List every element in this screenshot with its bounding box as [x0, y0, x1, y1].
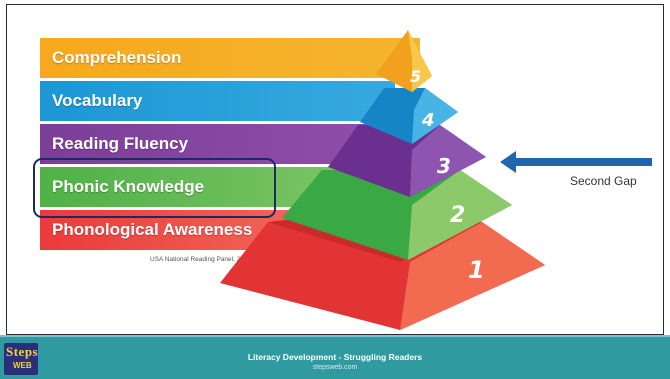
- footer-bar: [0, 337, 670, 379]
- pyramid-level-5-number: 5: [410, 67, 421, 86]
- pyramid-level-4-right: [412, 88, 458, 144]
- pyramid-level-1-right: [400, 222, 545, 330]
- second-gap-label: Second Gap: [570, 174, 637, 188]
- pyramid-level-3-number: 3: [437, 154, 451, 178]
- footer-url: stepsweb.com: [312, 364, 358, 371]
- pyramid-level-2-number: 2: [450, 203, 465, 228]
- band-vocabulary: Vocabulary: [40, 81, 395, 121]
- phonic-knowledge-highlight: [33, 158, 276, 218]
- pyramid-level-3-right: [410, 125, 486, 197]
- band-phonological-awareness-label: Phonological Awareness: [52, 220, 253, 239]
- logo-bottom-text: WEB: [13, 361, 32, 370]
- band-comprehension: Comprehension: [40, 38, 420, 78]
- pyramid-level-1-number: 1: [468, 256, 485, 284]
- band-reading-fluency: Reading Fluency: [40, 124, 380, 164]
- pyramid-level-5-right: [408, 30, 432, 92]
- logo-top-text: Steps: [6, 344, 39, 359]
- pyramid-level-2-right: [408, 170, 512, 260]
- pyramid-level-4-number: 4: [421, 110, 435, 131]
- footer-title: Literacy Development - Struggling Reader…: [247, 352, 423, 362]
- stepsweb-logo: Steps WEB: [4, 343, 38, 375]
- band-comprehension-label: Comprehension: [52, 48, 182, 67]
- band-phonic-knowledge-label: Phonic Knowledge: [52, 177, 205, 196]
- band-vocabulary-label: Vocabulary: [52, 91, 143, 110]
- second-gap-arrow: [500, 151, 652, 173]
- citation: USA National Reading Panel, 2000: [150, 256, 252, 263]
- band-reading-fluency-label: Reading Fluency: [52, 134, 189, 153]
- footer-accent-strip: [0, 335, 670, 338]
